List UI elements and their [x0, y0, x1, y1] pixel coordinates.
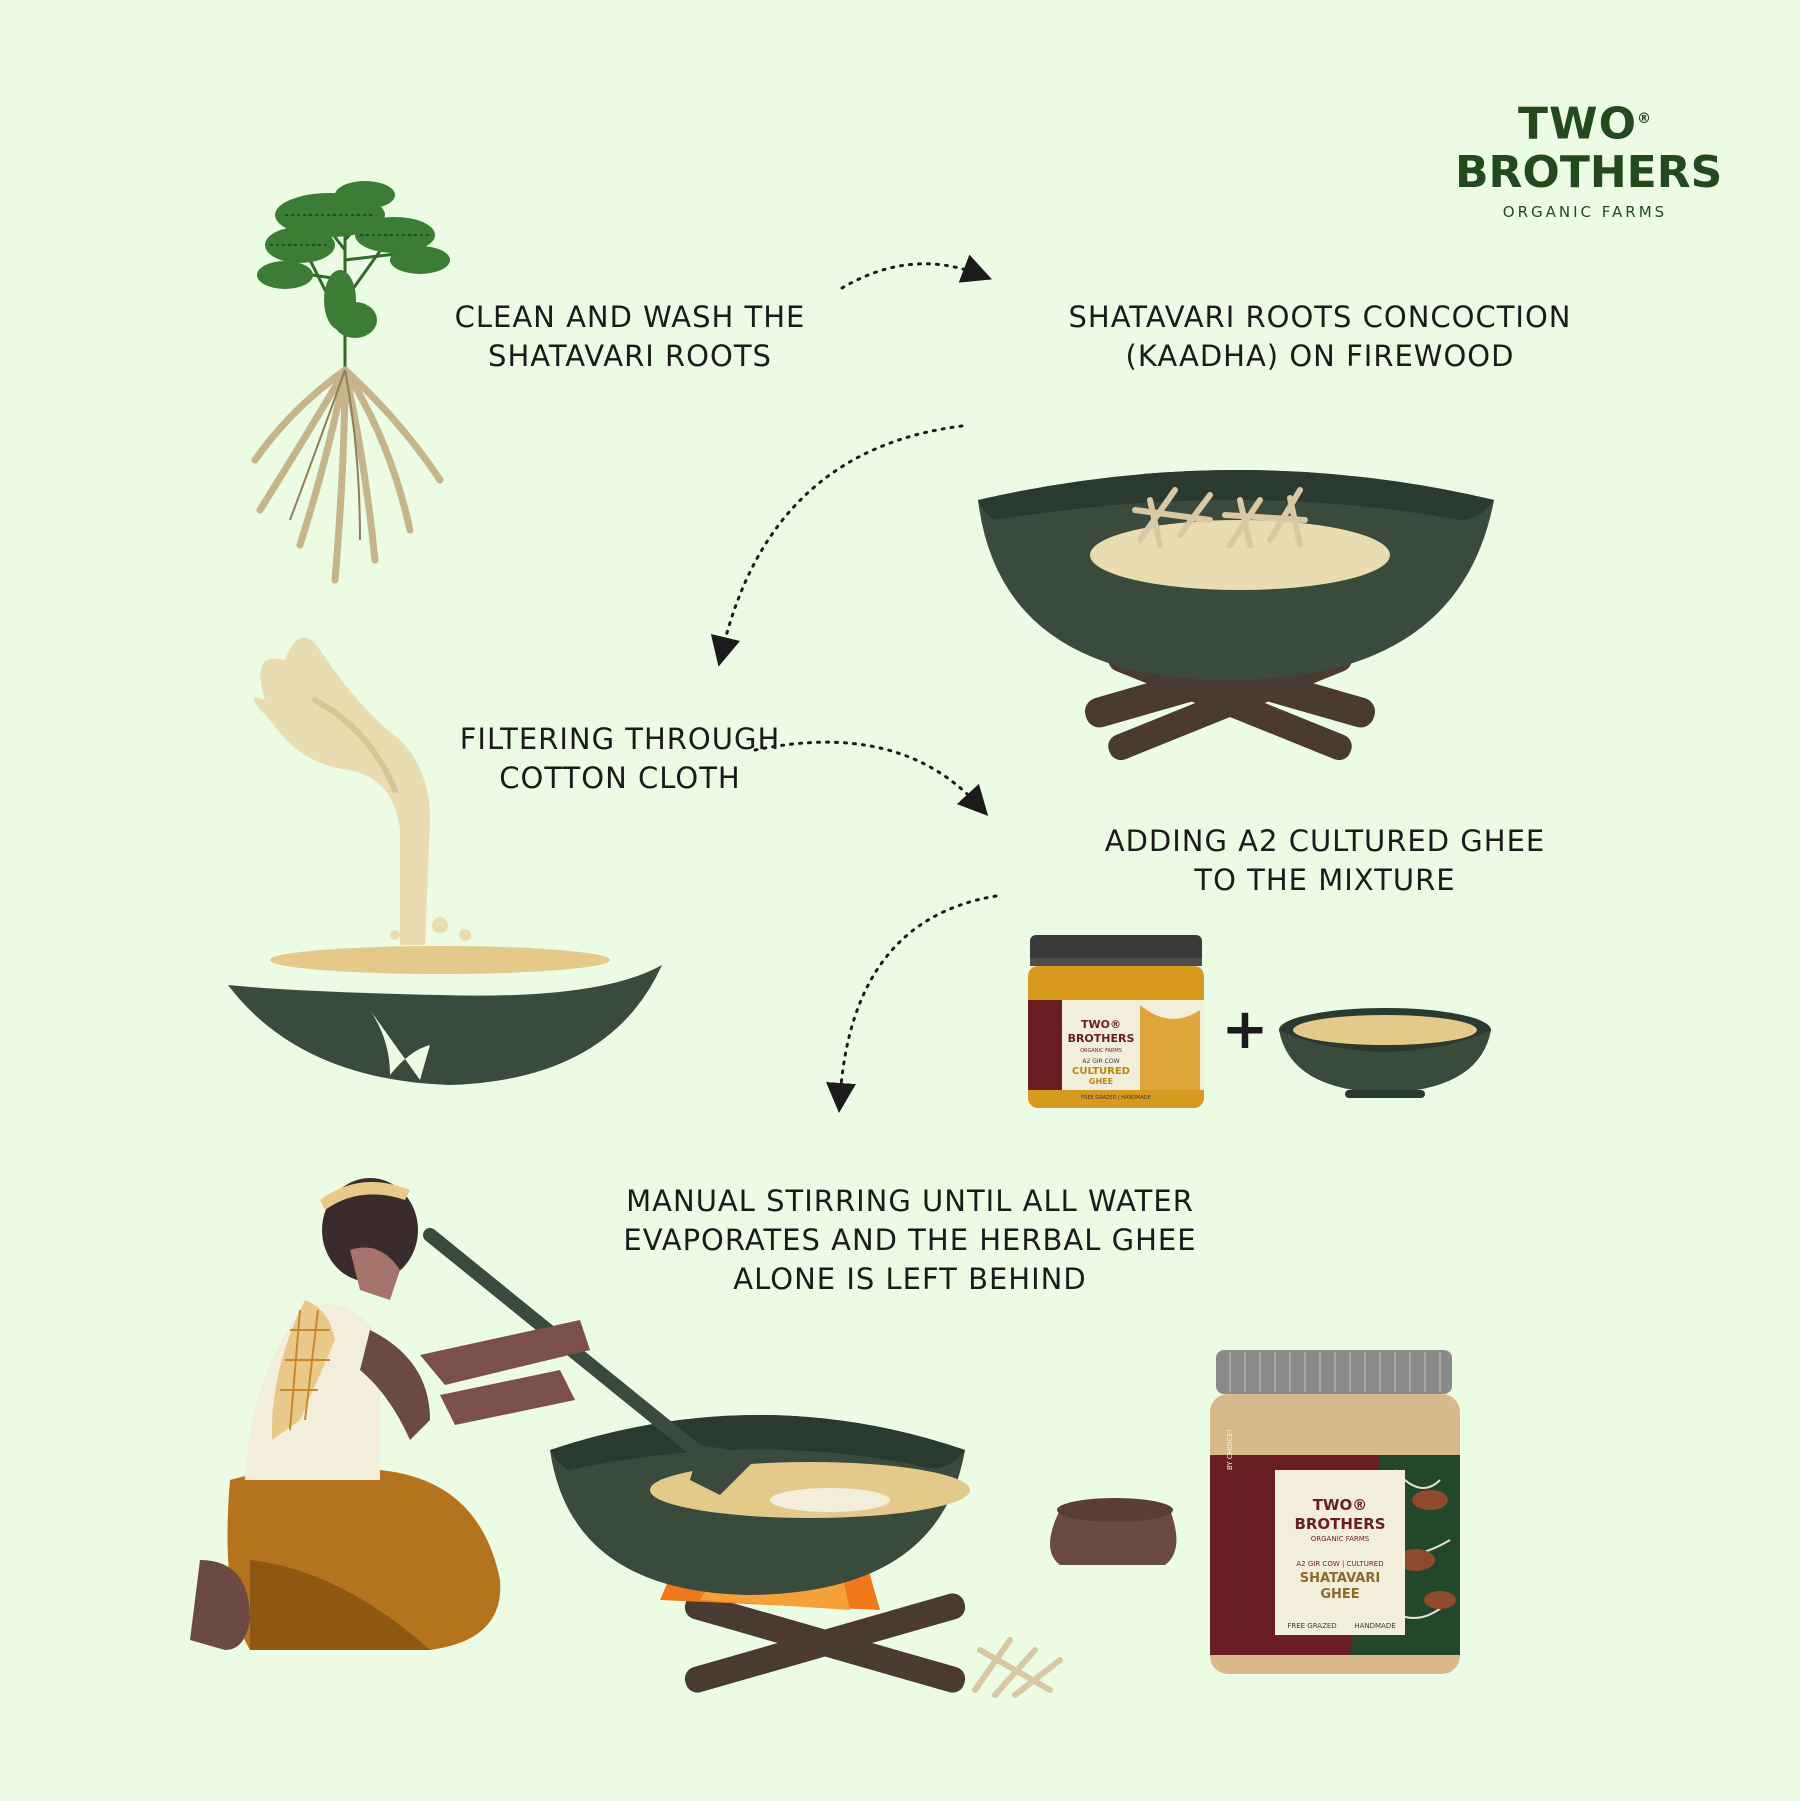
large-jar-product2: SHATAVARI [1300, 1571, 1380, 1586]
large-jar-brand3: ORGANIC FARMS [1311, 1535, 1370, 1543]
small-ghee-jar: TWO® BROTHERS ORGANIC FARMS A2 GIR COW C… [1028, 935, 1204, 1108]
plus-sign: + [1222, 997, 1269, 1062]
step-5-text: MANUAL STIRRING UNTIL ALL WATER EVAPORAT… [623, 1184, 1197, 1296]
brand-line1: TWO® [1518, 98, 1652, 150]
arrow-4 [826, 894, 998, 1113]
large-jar-brand2: BROTHERS [1294, 1515, 1385, 1533]
large-jar-product1: A2 GIR COW | CULTURED [1296, 1560, 1383, 1568]
brand-line3: ORGANIC FARMS [1502, 202, 1668, 221]
small-jar-product2: CULTURED [1072, 1066, 1130, 1077]
large-jar-footer1: FREE GRAZED [1287, 1622, 1336, 1630]
step-3-text: FILTERING THROUGH COTTON CLOTH [459, 722, 781, 795]
small-jar-brand2: BROTHERS [1068, 1032, 1135, 1045]
wok-firewood-illustration [978, 470, 1494, 761]
stirring-illustration [190, 1178, 1177, 1698]
step-1-text: CLEAN AND WASH THE SHATAVARI ROOTS [454, 300, 806, 373]
step-2-text: SHATAVARI ROOTS CONCOCTION (KAADHA) ON F… [1068, 300, 1572, 373]
large-jar-brand1: TWO® [1313, 1496, 1368, 1514]
small-jar-product1: A2 GIR COW [1082, 1058, 1119, 1065]
filtering-illustration [228, 637, 662, 1085]
brand-line2: BROTHERS [1455, 146, 1723, 198]
step-4-text: ADDING A2 CULTURED GHEE TO THE MIXTURE [1104, 824, 1546, 897]
small-jar-product3: GHEE [1089, 1077, 1113, 1086]
arrow-1 [840, 254, 993, 290]
small-jar-brand1: TWO® [1081, 1018, 1121, 1031]
large-jar-product3: GHEE [1320, 1587, 1359, 1602]
small-jar-footer: FREE GRAZED | HANDMADE [1081, 1095, 1151, 1101]
small-jar-brand3: ORGANIC FARMS [1080, 1048, 1122, 1054]
arrow-3 [753, 740, 989, 817]
large-jar-footer2: HANDMADE [1354, 1622, 1395, 1630]
arrow-2 [710, 424, 964, 667]
shatavari-plant-illustration [251, 181, 450, 584]
kaadha-bowl [1279, 1008, 1491, 1098]
brand-logo: TWO® BROTHERS ORGANIC FARMS [1455, 95, 1723, 221]
large-shatavari-ghee-jar: BY CHOICE! TWO® BROTHERS ORGANIC FARMS A… [1210, 1350, 1460, 1674]
large-jar-side-text: BY CHOICE! [1226, 1429, 1234, 1470]
